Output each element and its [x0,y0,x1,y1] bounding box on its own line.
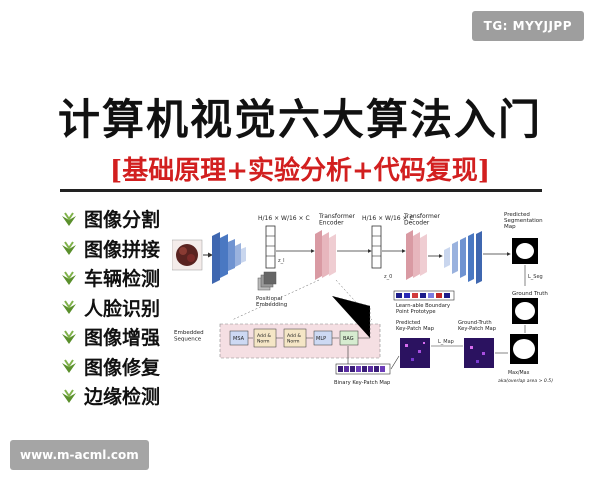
bag-label: BAG [343,336,354,342]
dim-label-encoder: H/16 × W/16 × C [258,215,310,222]
predicted-keypatch-map [400,338,430,368]
topic-item: 图像修复 [60,352,210,382]
topic-label: 图像拼接 [84,238,161,261]
check-icon [62,241,76,256]
check-icon [62,212,76,226]
topic-label: 人脸识别 [84,297,161,320]
topic-item: 人脸识别 [60,293,210,323]
positional-embedding-block [257,271,277,291]
gt-large-thumbnail [510,334,538,364]
binary-keypatch-bar [335,363,391,375]
tissue-image-icon [172,239,203,271]
z-l-label: z_l [278,258,285,264]
check-icon [62,300,76,315]
upsampling-blocks [444,231,482,284]
watermark-url: www.m-acml.com [10,440,149,470]
check-icon [62,330,76,344]
check-icon [62,271,76,285]
loss-map-label: L_Map [438,339,454,345]
loss-seg-label: L_Seg [528,274,543,280]
transformer-decoder-block [406,230,427,280]
topic-label: 图像增强 [84,327,161,350]
dim-label-decoder: H/16 × W/16 × C [362,215,414,222]
ground-truth-icon [512,298,538,324]
ground-truth-label: Ground Truth [512,291,548,297]
topic-item: 车辆检测 [60,263,210,293]
topic-item: 边缘检测 [60,381,210,411]
topic-item: 图像增强 [60,322,210,352]
boundary-prototype-bar [393,290,455,301]
title-divider [60,189,542,192]
cnn-backbone [212,232,246,284]
add-norm-2-label: Add &Norm [287,333,301,345]
binary-keypatch-label: Binary Key-Patch Map [334,380,391,386]
overlap-note: aka(overlap area > 0.5) [498,378,553,384]
topic-item: 图像分割 [60,204,210,234]
z-0-label: z_0 [384,274,392,280]
topic-label: 图像修复 [84,356,161,379]
topic-list: 图像分割图像拼接车辆检测人脸识别图像增强图像修复边缘检测 [60,204,210,411]
topic-label: 边缘检测 [84,386,161,409]
page-title: 计算机视觉六大算法入门 [57,95,542,144]
mlp-label: MLP [316,336,326,342]
add-norm-1-label: Add &Norm [257,333,271,345]
topic-item: 图像拼接 [60,234,210,264]
topic-label: 图像分割 [84,209,161,232]
transformer-encoder-block [315,230,336,280]
msa-label: MSA [233,336,245,342]
check-icon [62,389,76,403]
watermark-tag: TG: MYYJJPP [471,11,584,41]
segmentation-map-icon [512,238,538,264]
max-label: Max/Max [508,370,530,376]
token-column-2 [371,225,382,269]
gt-keypatch-map [464,338,494,368]
token-column [265,225,276,269]
check-icon [62,359,76,374]
topic-label: 车辆检测 [84,268,161,291]
page-subtitle: [基础原理+实验分析+代码复现] [109,156,491,186]
